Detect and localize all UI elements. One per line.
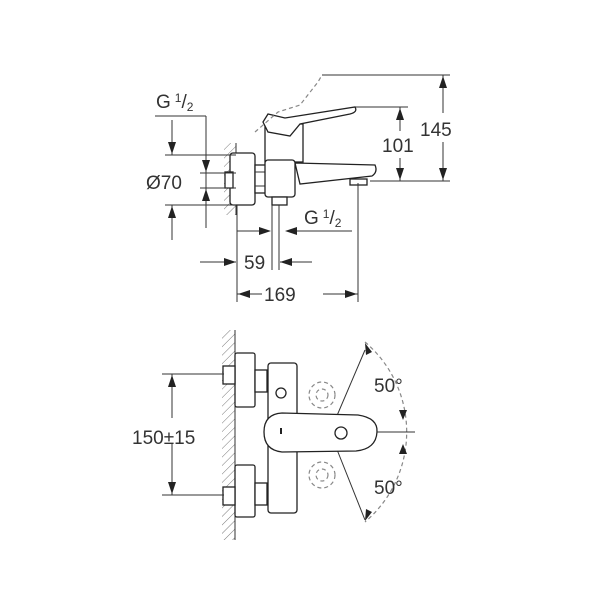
- lever-raised-position: [254, 74, 323, 133]
- spout: [294, 162, 377, 185]
- mixer-body: [264, 159, 296, 198]
- wall-hatch-front: [222, 330, 235, 540]
- bottom-outlet: [271, 196, 288, 206]
- diverter-knob: [275, 387, 287, 399]
- lever-position-down: [308, 461, 336, 489]
- nut-top: [254, 369, 268, 393]
- lever: [262, 106, 357, 137]
- angle-up-label: 50°: [374, 376, 403, 397]
- escutcheon-top: [234, 352, 256, 408]
- dim-169: 169: [264, 285, 296, 306]
- lever-position-up: [308, 381, 336, 409]
- dim-145: 145: [420, 120, 452, 141]
- escutcheon-diameter: Ø70: [146, 173, 182, 194]
- nut-bottom: [254, 482, 268, 506]
- rotation-arc: [364, 341, 408, 523]
- dim-59: 59: [244, 253, 265, 274]
- lever-front: [263, 412, 378, 453]
- angle-down-label: 50°: [374, 478, 403, 499]
- center-distance: 150±15: [132, 428, 195, 449]
- dim-101: 101: [382, 136, 414, 157]
- escutcheon-bottom: [234, 464, 256, 518]
- escutcheon: [229, 152, 256, 206]
- front-view: 50° 50° 150±15: [132, 330, 415, 540]
- inlet-nipple: [224, 171, 234, 189]
